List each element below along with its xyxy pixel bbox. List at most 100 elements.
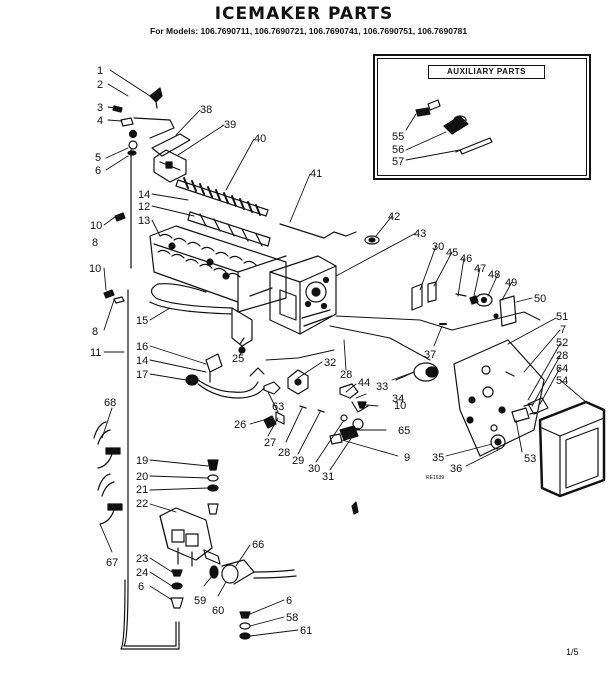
part-label: 10 (394, 400, 406, 412)
fill-tube-rod (120, 149, 180, 650)
pulley-nut (490, 434, 506, 450)
fill-tube-fitting (209, 559, 297, 585)
part-label: 68 (104, 397, 116, 409)
stripper (187, 211, 271, 247)
auxiliary-parts-inner-frame (377, 58, 587, 176)
part-label: 7 (560, 324, 566, 336)
part-label: 38 (200, 104, 212, 116)
switch-assembly (263, 369, 369, 430)
part-label: 30 (432, 241, 444, 253)
part-label: 50 (534, 293, 546, 305)
thermostat (185, 367, 265, 399)
part-label: 54 (556, 375, 568, 387)
part-label: 35 (432, 452, 444, 464)
wire-shield (279, 223, 357, 239)
part-label: 57 (392, 156, 404, 168)
wiring-lines (265, 311, 541, 361)
diagram-title: ICEMAKER PARTS (214, 4, 394, 24)
part-label: 26 (234, 419, 246, 431)
part-label: 45 (446, 247, 458, 259)
part-label: 28 (278, 447, 290, 459)
part-label: 59 (194, 595, 206, 607)
ejector-comb (175, 177, 269, 217)
part-label: 32 (324, 357, 336, 369)
leader-lines (99, 69, 587, 637)
part-label: 58 (286, 612, 298, 624)
part-label: 53 (524, 453, 536, 465)
models-line: For Models: 106.7690711, 106.7690721, 10… (150, 26, 468, 36)
part-label: 28 (340, 369, 352, 381)
part-label: 17 (136, 369, 148, 381)
bracket-group (411, 281, 517, 327)
part-label: 60 (212, 605, 224, 617)
part-label: 40 (254, 133, 266, 145)
part-label: 15 (136, 315, 148, 327)
part-label: 37 (424, 349, 436, 361)
part-label: 27 (264, 437, 276, 449)
auxiliary-parts-drawing (415, 99, 493, 155)
timer-motor (395, 362, 439, 382)
auxiliary-parts-title: AUXILIARY PARTS (428, 65, 545, 79)
part-label: 28 (556, 350, 568, 362)
part-label: 3 (97, 102, 103, 114)
part-label: 39 (224, 119, 236, 131)
part-label: 36 (450, 463, 462, 475)
part-label: 13 (138, 215, 150, 227)
part-label: 21 (136, 484, 148, 496)
auxiliary-parts-box (373, 54, 591, 180)
mounting-plate (133, 117, 191, 183)
part-label: 56 (392, 144, 404, 156)
part-label: 55 (392, 131, 404, 143)
part-label: 42 (388, 211, 400, 223)
part-label: 64 (556, 363, 568, 375)
bottom-fasteners (170, 569, 184, 609)
part-label: 67 (106, 557, 118, 569)
part-number-labels: 1 2 3 4 5 6 38 39 40 41 14 12 13 10 8 42… (89, 65, 568, 637)
part-label: 23 (136, 553, 148, 565)
part-label: 8 (92, 326, 98, 338)
shaft-gear (263, 411, 285, 429)
part-label: 44 (358, 377, 370, 389)
water-valve (159, 507, 221, 567)
control-housing (269, 255, 337, 335)
part-label: 14 (138, 189, 150, 201)
part-label: 16 (136, 341, 148, 353)
part-label: 48 (488, 269, 500, 281)
housing-cover (538, 400, 606, 498)
part-label: 29 (292, 455, 304, 467)
part-label: 9 (404, 452, 410, 464)
part-label: 11 (90, 347, 101, 359)
part-label: 24 (136, 567, 148, 579)
part-label: 41 (310, 168, 322, 180)
part-label: 12 (138, 201, 150, 213)
ice-mold (149, 225, 287, 313)
part-label: 14 (136, 355, 148, 367)
valve-fasteners (207, 459, 219, 515)
part-label: 22 (136, 498, 148, 510)
part-label: 47 (474, 263, 486, 275)
support-plate (453, 339, 545, 457)
part-label: 49 (505, 277, 517, 289)
part-label: 6 (286, 595, 292, 607)
part-label: 65 (398, 425, 410, 437)
heater-element (149, 283, 253, 347)
part-label: 6 (95, 165, 101, 177)
part-label: 19 (136, 455, 148, 467)
part-label: 52 (556, 337, 568, 349)
lower-middle-parts (329, 401, 367, 515)
part-label: 51 (556, 311, 568, 323)
bottom-small-parts (239, 611, 251, 640)
part-label: 33 (376, 381, 388, 393)
grommet (364, 235, 380, 245)
part-label: 1 (97, 65, 103, 77)
part-label: 25 (232, 353, 244, 365)
page-number: 1/5 (566, 647, 579, 657)
part-label: 6 (138, 581, 144, 593)
shaft-fasteners (511, 397, 549, 423)
part-label: 10 (90, 220, 102, 232)
part-label: 43 (414, 228, 426, 240)
part-label: 20 (136, 471, 148, 483)
harness-clips (93, 421, 123, 525)
